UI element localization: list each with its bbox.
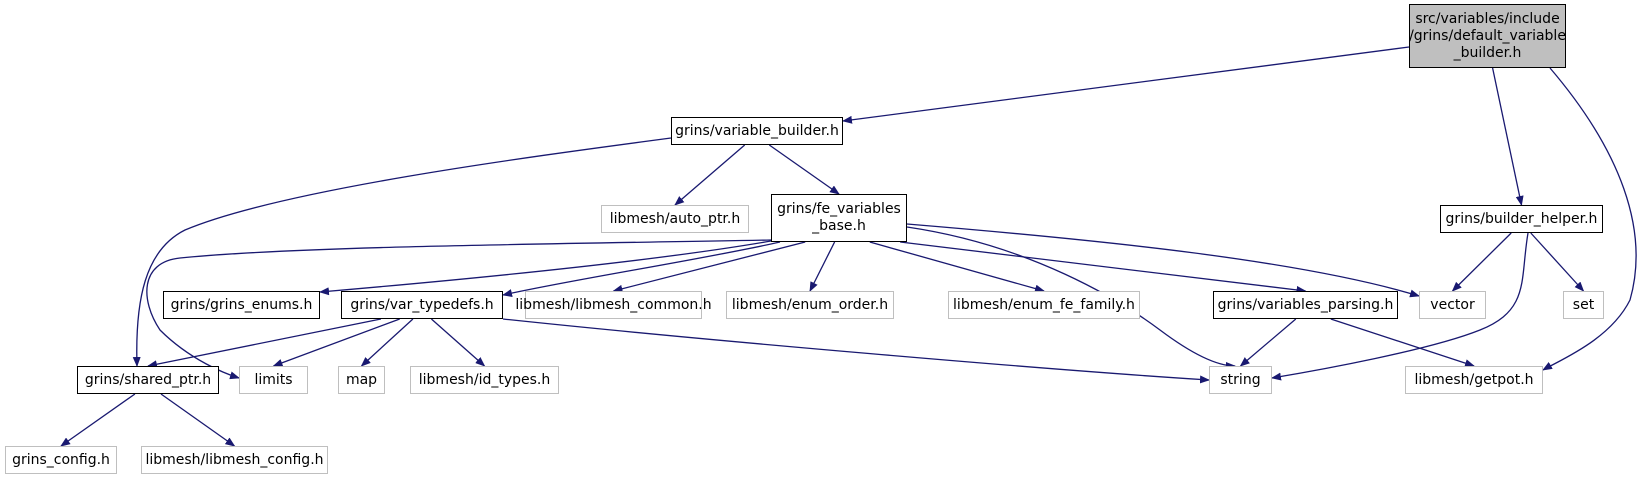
node-enum-fe-family: libmesh/enum_fe_family.h (948, 291, 1140, 319)
node-builder-helper[interactable]: grins/builder_helper.h (1440, 205, 1603, 233)
edge-fe-variables-base-to-limits (146, 239, 772, 380)
node-vector: vector (1419, 291, 1486, 319)
edge-variables-parsing-to-string (1239, 318, 1297, 367)
node-grins-enums[interactable]: grins/grins_enums.h (163, 291, 320, 319)
node-var-typedefs[interactable]: grins/var_typedefs.h (341, 291, 503, 319)
node-shared-ptr[interactable]: grins/shared_ptr.h (77, 366, 219, 394)
edge-fe-variables-base-to-variables-parsing (900, 241, 1307, 294)
edge-root-to-getpot (1542, 67, 1637, 371)
node-map: map (338, 366, 385, 394)
node-fe-variables-base[interactable]: grins/fe_variables _base.h (771, 194, 907, 242)
edge-fe-variables-base-to-vector (906, 223, 1420, 298)
node-enum-order: libmesh/enum_order.h (726, 291, 894, 319)
edge-root-to-builder-helper (1491, 67, 1524, 206)
edge-fe-variables-base-to-grins-enums (319, 240, 772, 296)
edge-var-typedefs-to-string (502, 318, 1210, 384)
node-default-variable-builder: src/variables/include /grins/default_var… (1409, 4, 1566, 68)
edge-var-typedefs-to-shared-ptr (147, 318, 382, 369)
node-variables-parsing[interactable]: grins/variables_parsing.h (1213, 291, 1398, 319)
edge-variable-builder-to-auto-ptr (674, 144, 746, 206)
edge-fe-variables-base-to-libmesh-common (612, 241, 806, 293)
edge-shared-ptr-to-grins-config (60, 393, 136, 447)
node-id-types: libmesh/id_types.h (410, 366, 559, 394)
edge-variable-builder-to-shared-ptr (132, 137, 672, 367)
node-string: string (1209, 366, 1272, 394)
node-libmesh-config: libmesh/libmesh_config.h (141, 446, 328, 474)
edge-shared-ptr-to-libmesh-config (160, 393, 236, 447)
node-limits: limits (239, 366, 308, 394)
edge-fe-variables-base-to-enum-order (809, 241, 836, 292)
edge-variables-parsing-to-getpot (1330, 318, 1475, 367)
edge-fe-variables-base-to-enum-fe-family (869, 241, 1045, 293)
edge-var-typedefs-to-id-types (430, 318, 486, 367)
edge-var-typedefs-to-map (360, 318, 414, 367)
edge-fe-variables-base-to-var-typedefs (502, 241, 781, 297)
edge-builder-helper-to-string (1271, 232, 1529, 381)
edge-builder-helper-to-set (1530, 232, 1585, 292)
node-auto-ptr: libmesh/auto_ptr.h (601, 205, 749, 233)
edge-root-to-variable-builder (842, 46, 1410, 124)
edge-variable-builder-to-fe-variables-base (768, 144, 840, 195)
node-variable-builder[interactable]: grins/variable_builder.h (671, 117, 843, 145)
edge-var-typedefs-to-limits (272, 318, 400, 367)
node-set: set (1563, 291, 1604, 319)
node-grins-config: grins_config.h (5, 446, 117, 474)
node-getpot: libmesh/getpot.h (1405, 366, 1543, 394)
edge-builder-helper-to-vector (1451, 232, 1512, 292)
node-libmesh-common: libmesh/libmesh_common.h (515, 291, 712, 319)
